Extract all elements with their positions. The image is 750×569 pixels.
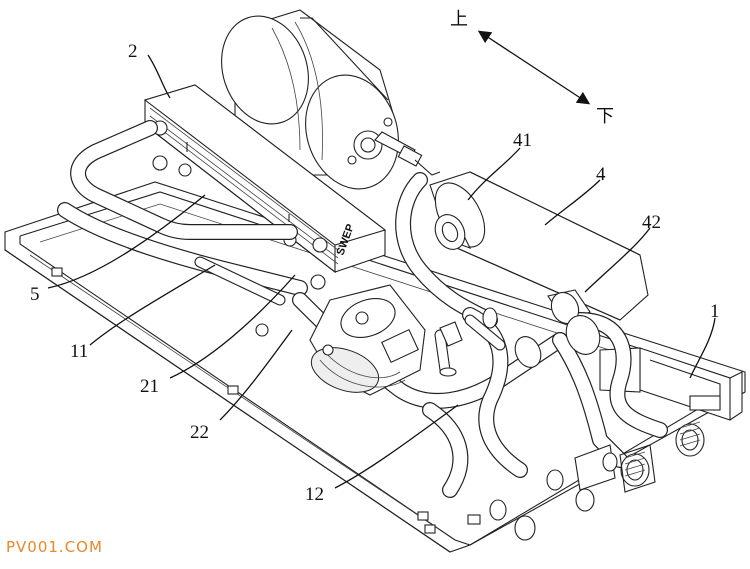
leader-21	[169, 274, 296, 379]
leader-5	[47, 194, 206, 289]
reference-numerals: 2 41 4 42 1 5 11 21 22 12	[30, 41, 720, 505]
label-1: 1	[710, 301, 720, 322]
label-41: 41	[513, 130, 532, 151]
direction-indicator: 上 下	[450, 9, 614, 127]
tray-tab	[417, 511, 429, 521]
leader-1	[689, 317, 716, 379]
label-42: 42	[642, 212, 661, 233]
watermark: PV001.COM	[6, 538, 103, 556]
label-5: 5	[30, 284, 40, 305]
fittings	[434, 214, 705, 541]
label-2: 2	[128, 41, 138, 62]
outlet-connectors	[489, 421, 705, 541]
label-21: 21	[140, 376, 159, 397]
plate-heat-exchanger: SWEP	[143, 84, 387, 290]
tray-tab	[51, 267, 63, 277]
label-11: 11	[70, 341, 88, 362]
leader-22	[219, 329, 293, 421]
tray-tab	[467, 514, 481, 525]
up-label: 上	[450, 9, 468, 30]
leader-lines	[47, 54, 716, 489]
tray-tab	[424, 524, 436, 534]
leader-12	[334, 404, 459, 489]
label-22: 22	[190, 422, 209, 443]
bracket-slot	[689, 395, 721, 411]
tray-tab	[227, 385, 239, 395]
label-12: 12	[305, 484, 324, 505]
leader-11	[89, 264, 216, 346]
leader-42	[584, 227, 651, 293]
leader-41	[467, 147, 521, 201]
leader-4	[544, 179, 601, 226]
down-label: 下	[596, 106, 614, 127]
expansion-tank	[221, 9, 441, 190]
label-4: 4	[596, 164, 606, 185]
leader-2	[147, 54, 171, 99]
circulation-pump	[255, 284, 426, 396]
up-down-arrow	[477, 30, 591, 105]
